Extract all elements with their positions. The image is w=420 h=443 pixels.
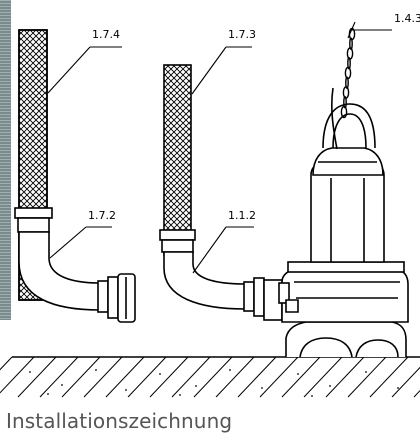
elbow-right [159,229,283,321]
figure-caption: Installationszeichnung [6,409,233,433]
ground [0,356,420,398]
label-elbow-right: 1.1.2 [228,209,256,222]
pump [278,87,409,358]
label-hose-left: 1.7.4 [92,28,120,41]
label-chain: 1.4.3 [394,12,420,25]
label-elbow-left: 1.7.2 [88,209,116,222]
hose-right [163,64,192,256]
label-hose-right: 1.7.3 [228,28,256,41]
elbow-left [14,207,136,323]
installation-drawing: 1.7.4 1.7.3 1.7.2 1.1.2 1.4.3 [0,0,420,398]
photo-strip-left [0,0,11,320]
leader-lines [47,21,392,274]
